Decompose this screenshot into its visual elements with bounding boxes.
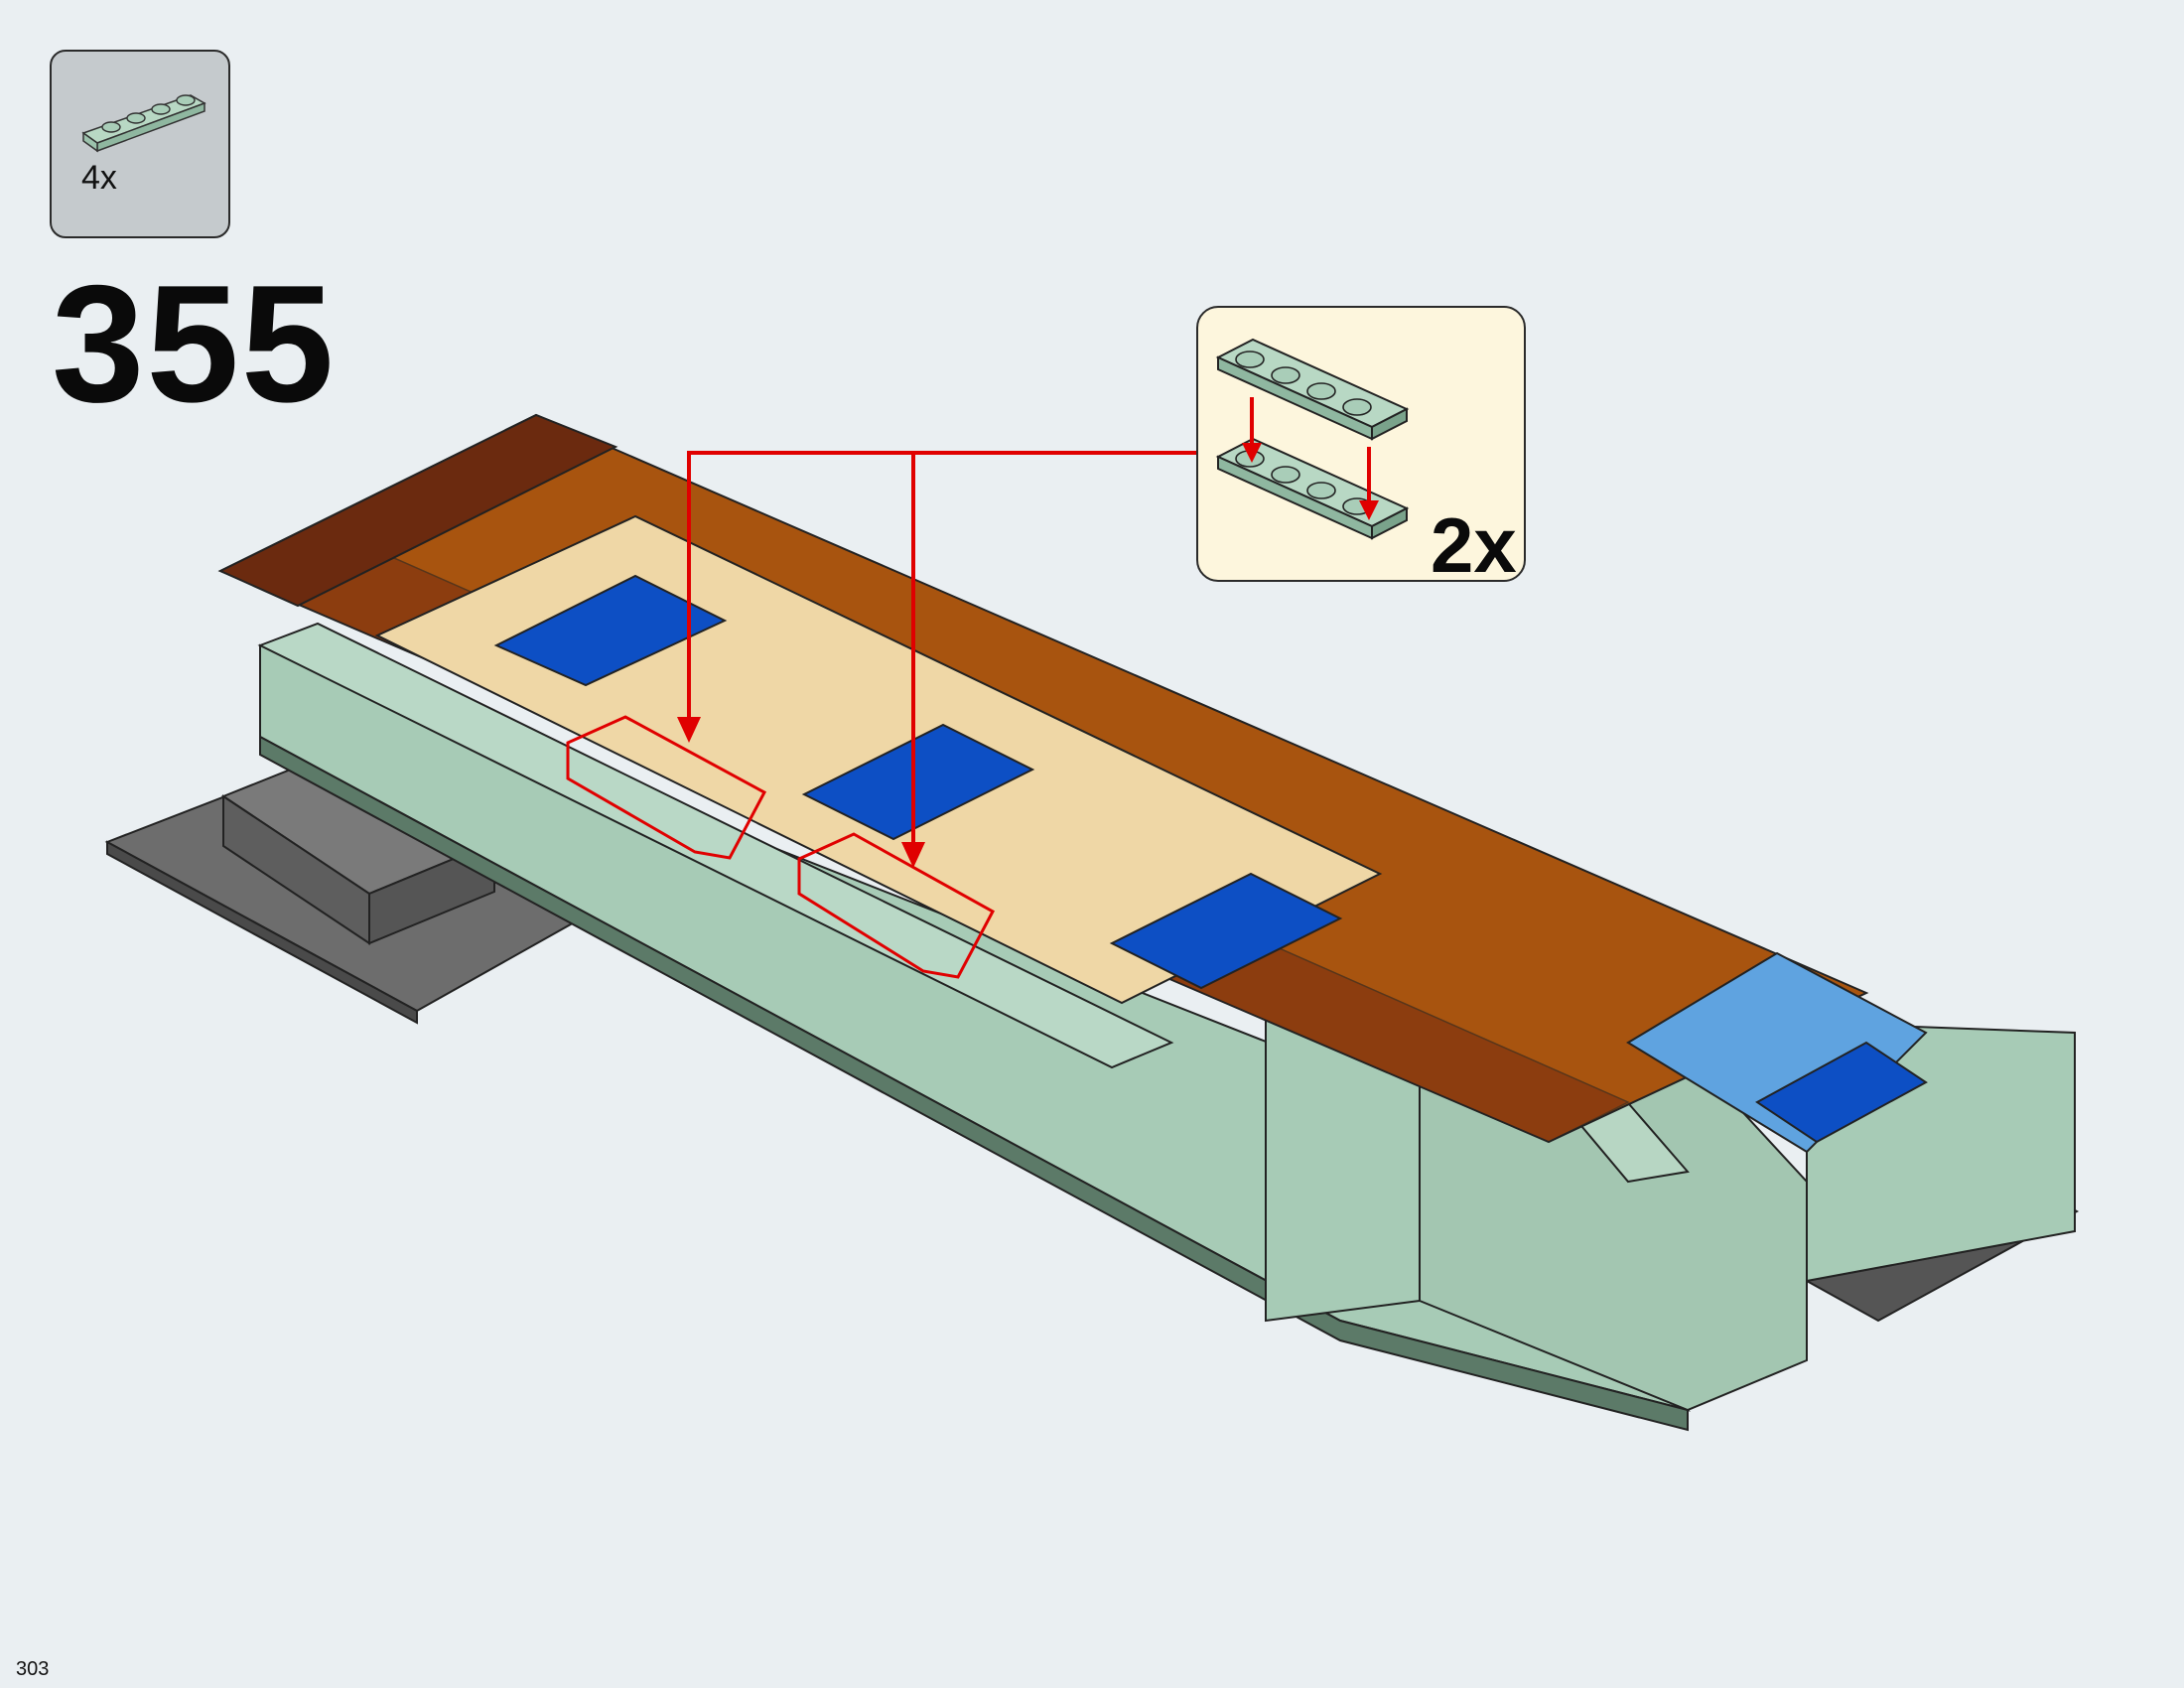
callout-multiplier: 2x [1431, 501, 1517, 589]
new-plate-2 [797, 832, 996, 979]
placement-arrows [687, 451, 1196, 852]
tan-floor [374, 514, 1383, 1005]
sub-assembly-callout: 2x [1196, 306, 1526, 589]
front-rail [257, 622, 1174, 1069]
step-number: 355 [52, 250, 337, 437]
part-quantity: 4x [81, 159, 117, 197]
parts-list-box: 4x [50, 50, 230, 238]
new-plate-1 [566, 715, 767, 860]
page-number: 303 [16, 1658, 50, 1680]
callout-illustration [1215, 338, 1410, 540]
plate-1x4-part-icon [81, 94, 206, 153]
base-plate-left [104, 745, 578, 1025]
arrow-heads [677, 717, 925, 868]
stern-deck [1626, 951, 1928, 1154]
